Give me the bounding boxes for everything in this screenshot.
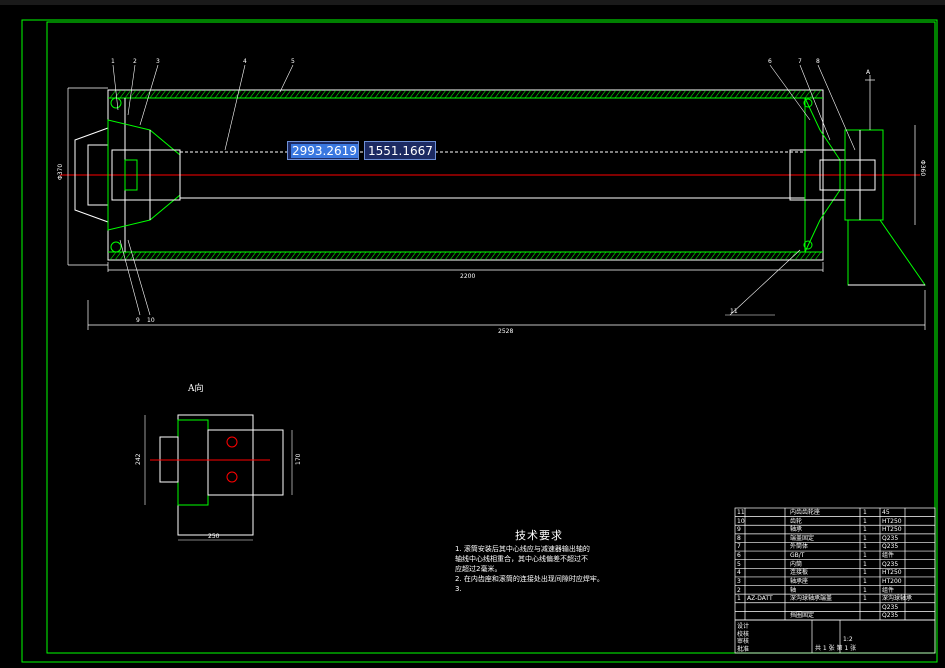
callout-8: 8 [816, 58, 820, 65]
tb-row-qty: 1 [863, 595, 867, 603]
tb-row-mat: 组件 [882, 552, 895, 560]
tech-note-3: 应超过2毫米。 [455, 565, 502, 573]
coordinate-x-input[interactable]: 2993.2619 [287, 141, 359, 160]
callout-5: 5 [291, 58, 295, 65]
tb-row-name: 内筒 [790, 560, 803, 568]
tb-row-mat: HT250 [882, 526, 902, 534]
tb-row-qty: 1 [863, 560, 867, 568]
tb-row-name: 轴承座 [790, 577, 809, 585]
dim-2200: 2200 [460, 273, 475, 280]
tb-row-qty: 1 [863, 526, 867, 534]
tb-row-name: 轴 [790, 586, 797, 594]
part-numbers: 1 2 3 4 5 6 7 8 9 10 11 [111, 58, 820, 324]
tb-row-name: 轴承 [790, 526, 803, 534]
tb-row-mat: Q235 [882, 543, 899, 551]
tb-row-no: 11 [737, 509, 745, 516]
tech-requirements-title: 技术要求 [515, 529, 563, 542]
tb-row-mat: HT250 [882, 517, 902, 525]
tech-note-2: 轴线中心线相重合，其中心线偏差不超过不 [455, 555, 588, 563]
dimension-texts: 2200 2528 Φ370 Φ360 A [57, 69, 926, 335]
tb-row-qty: 1 [863, 577, 867, 585]
tb-left-label: 校核 [737, 630, 750, 638]
tb-row-code: AZ-DATT [747, 595, 773, 603]
tb-row-qty: 1 [863, 509, 867, 516]
tb-left-label: 设计 [737, 623, 750, 630]
shell-hatch [109, 89, 822, 261]
tb-row-qty: 1 [863, 586, 867, 594]
tb-row-name: GB/T [790, 552, 805, 560]
view-a-label: A向 [188, 384, 204, 394]
dim-2528: 2528 [498, 328, 513, 335]
tb-row-qty: 1 [863, 543, 867, 551]
tb-row-no: 7 [737, 543, 741, 551]
tb-row-mat: 45 [882, 509, 890, 516]
tech-note-5: 3. [455, 585, 462, 593]
top-toolbar-strip [0, 0, 945, 5]
callout-7: 7 [798, 58, 802, 65]
section-a-dims: 250 242 170 [135, 453, 302, 540]
tech-note-4: 2. 在内齿座和滚筒的连接处出现间隙时应焊牢。 [455, 575, 604, 583]
svg-text:250: 250 [208, 533, 220, 540]
outer-frame [21, 19, 938, 663]
tb-row-name: 内齿齿轮座 [790, 509, 821, 516]
tb-row-no: 1 [737, 595, 741, 603]
tb-row-no: 5 [737, 560, 741, 568]
tb-row-qty: 1 [863, 517, 867, 525]
svg-text:242: 242 [135, 453, 142, 465]
tb-left-label: 批准 [737, 645, 750, 653]
tb-row-name: 端盖固定 [790, 534, 815, 542]
view-a-marker: A [866, 69, 871, 76]
tb-row-mat: 深沟球轴承 [882, 595, 913, 603]
tb-row-name: 齿轮 [790, 517, 803, 525]
tb-row-qty: 1 [863, 569, 867, 577]
callout-2: 2 [133, 58, 137, 65]
tech-note-1: 1. 滚筒安装后其中心线应与减速器输出轴的 [455, 545, 590, 553]
callout-6: 6 [768, 58, 772, 65]
callout-3: 3 [156, 58, 160, 65]
dim-dia-right: Φ360 [919, 160, 926, 176]
dim-dia-left: Φ370 [57, 164, 64, 180]
tb-row-name: 挡圈固定 [790, 612, 815, 620]
tb-row-name: 深沟球轴承端盖 [790, 595, 833, 603]
title-block [734, 507, 936, 654]
tb-row-no: 8 [737, 534, 741, 542]
callout-11: 11 [730, 308, 738, 315]
tb-scale: 1:2 [843, 636, 853, 643]
left-end-assembly [74, 97, 805, 253]
tb-row-mat: Q235 [882, 534, 899, 542]
tb-row-qty: 1 [863, 552, 867, 560]
tb-row-qty: 1 [863, 534, 867, 542]
tb-row-no: 9 [737, 526, 741, 534]
svg-text:170: 170 [295, 453, 302, 465]
dimension-lines [67, 75, 926, 330]
tb-row-name: 连接板 [790, 569, 809, 577]
tb-row-mat: Q235 [882, 603, 899, 611]
tb-row-mat: Q235 [882, 560, 899, 568]
tb-row-name: 外筒体 [790, 543, 809, 551]
tb-row-no: 4 [737, 569, 741, 577]
tb-row-no: 3 [737, 577, 741, 585]
inner-frame [46, 21, 936, 654]
callout-4: 4 [243, 58, 247, 65]
right-end-assembly [789, 97, 926, 286]
tb-left-label: 审核 [737, 638, 750, 645]
tb-sheet: 共 1 张 第 1 张 [815, 645, 857, 652]
callout-9: 9 [136, 317, 140, 324]
callout-1: 1 [111, 58, 115, 65]
callout-10: 10 [147, 317, 155, 324]
section-a-view [144, 414, 293, 541]
tb-row-no: 2 [737, 586, 741, 594]
tb-row-mat: HT250 [882, 569, 902, 577]
tb-row-no: 6 [737, 552, 741, 560]
tb-row-mat: Q235 [882, 612, 899, 620]
tb-row-mat: 组件 [882, 586, 895, 594]
tb-row-no: 10 [737, 517, 745, 525]
coordinate-y-input[interactable]: 1551.1667 [364, 141, 436, 160]
part-leaders [112, 64, 856, 316]
tb-row-mat: HT200 [882, 577, 902, 585]
